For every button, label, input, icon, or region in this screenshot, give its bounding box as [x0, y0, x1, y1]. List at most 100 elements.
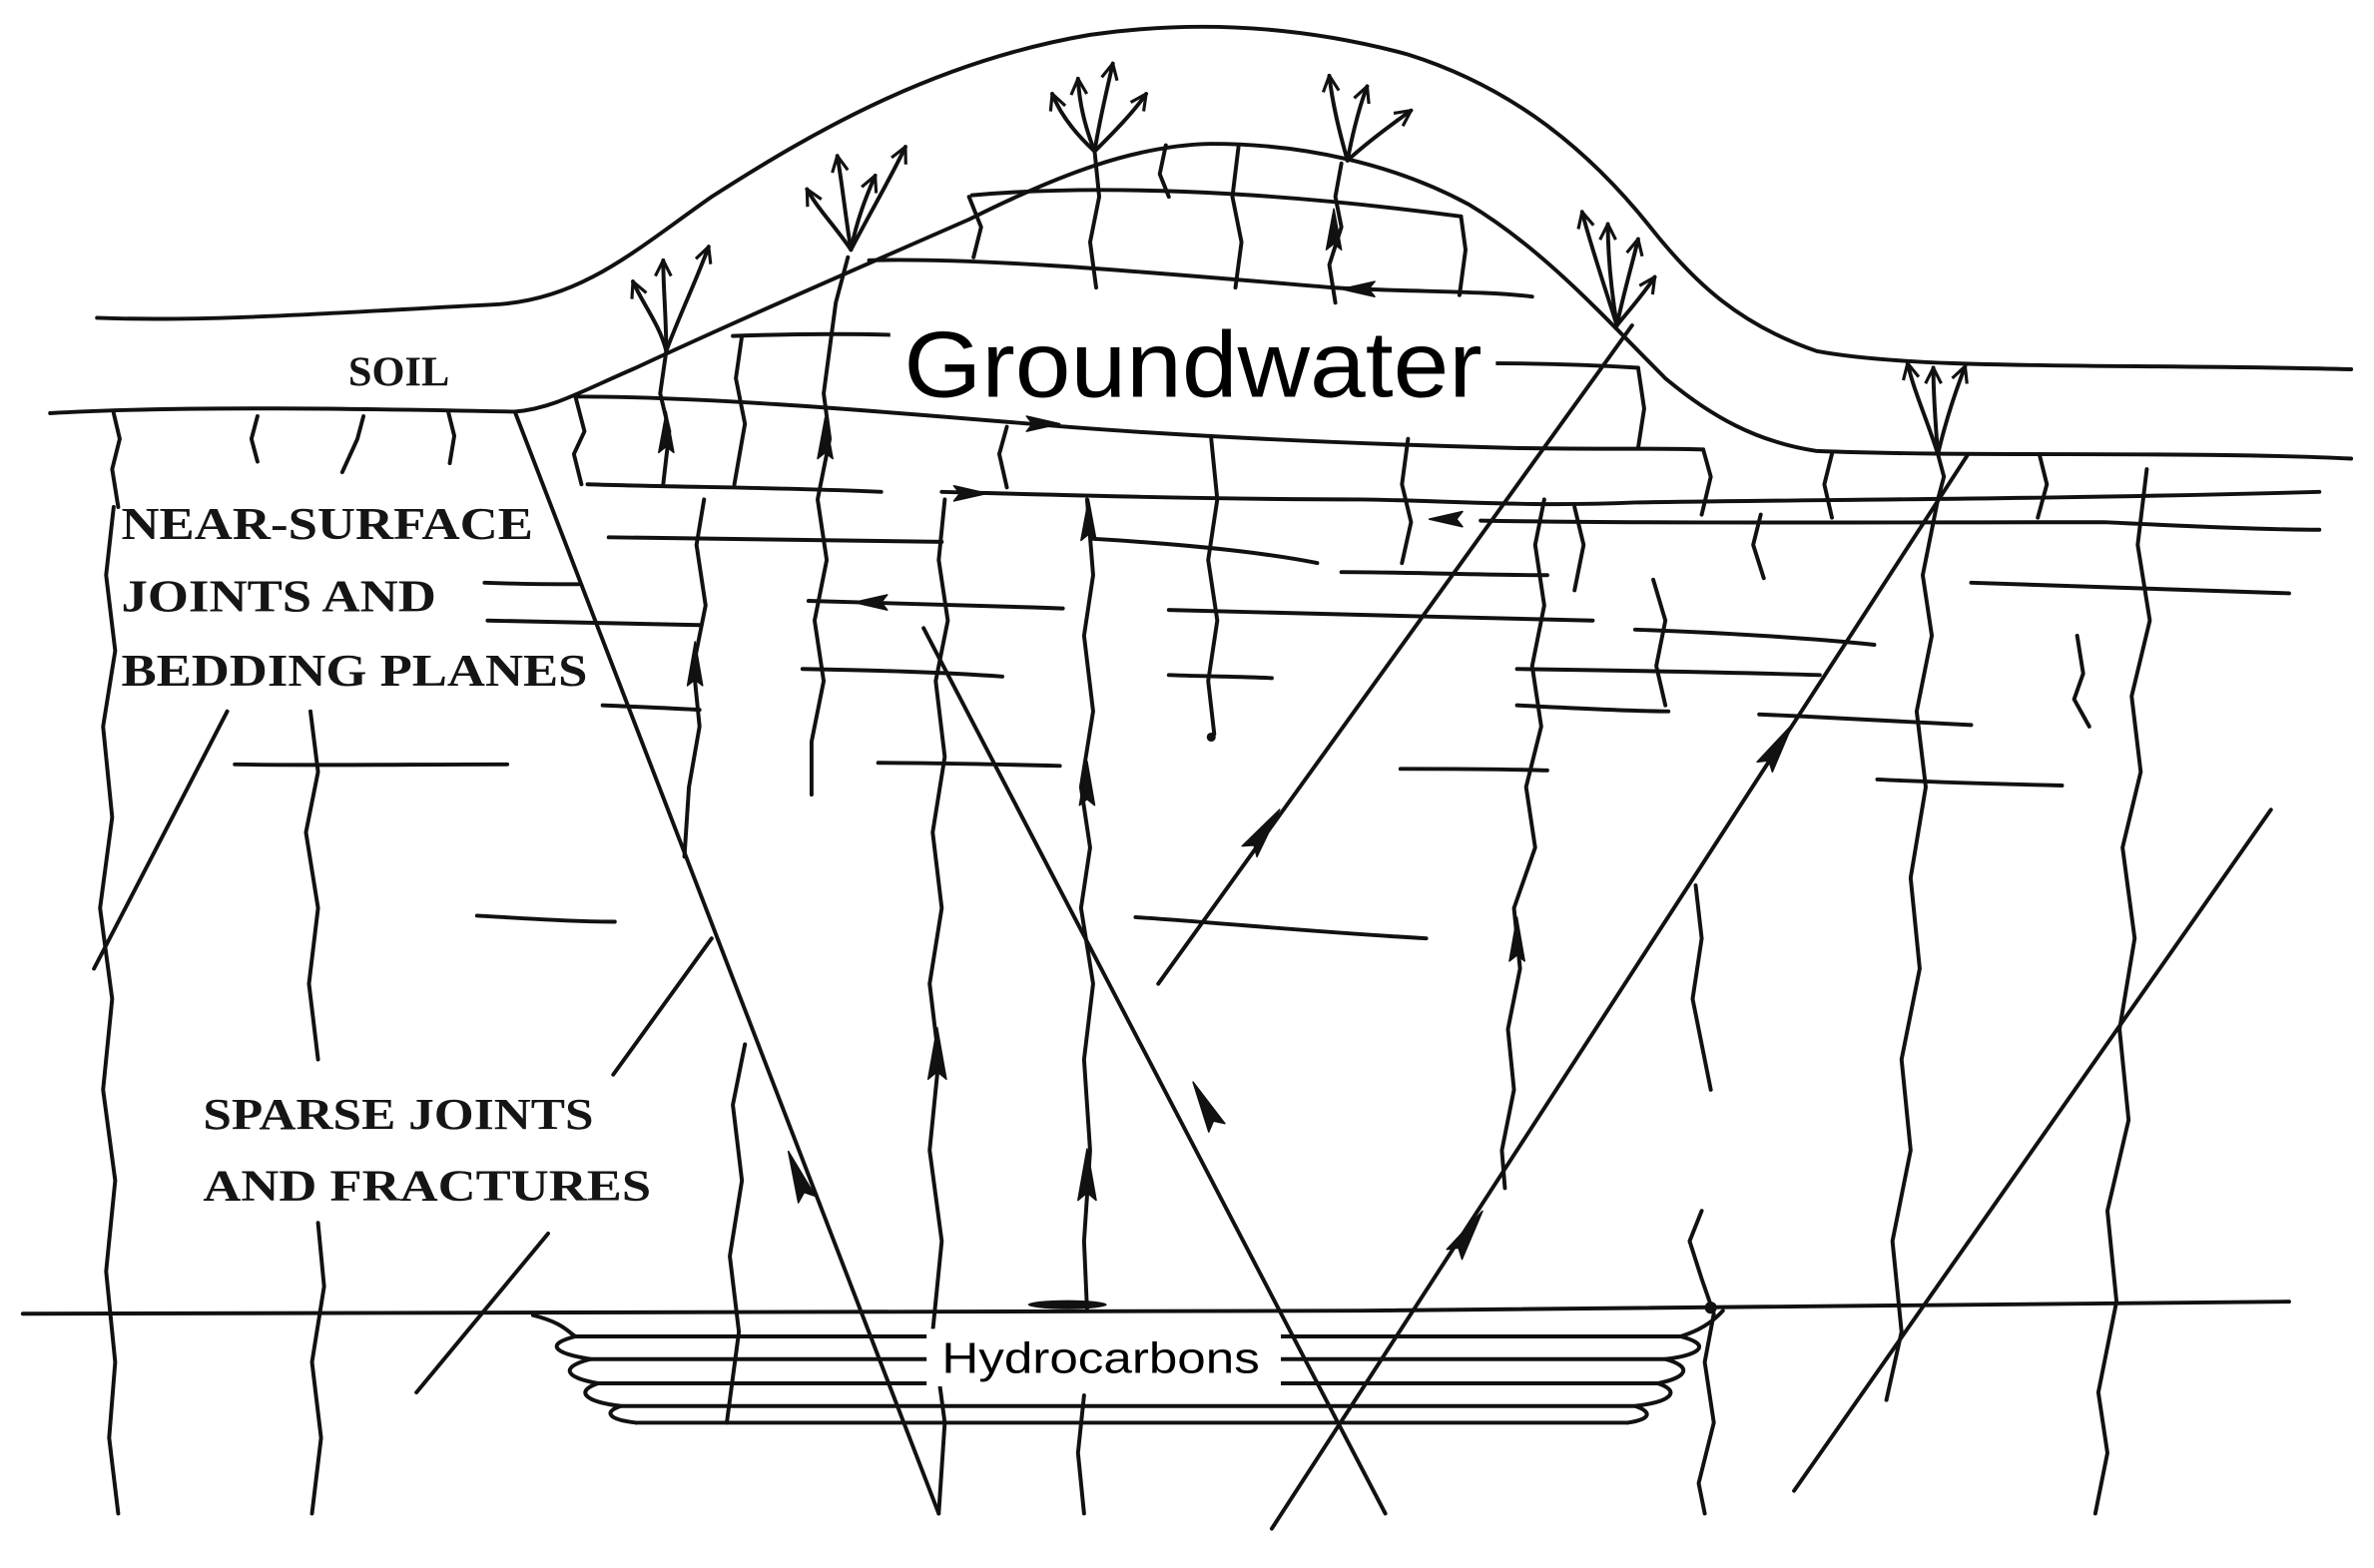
- vertical-joint: [110, 411, 122, 509]
- vertical-joint: [732, 333, 748, 487]
- seepage-arrow: [664, 247, 708, 353]
- hydrocarbons-label: Hydrocarbons: [941, 1333, 1259, 1382]
- vertical-joint: [446, 409, 457, 465]
- bedding-plane: [1398, 767, 1549, 773]
- vertical-joint: [1230, 145, 1244, 290]
- fractures: [98, 161, 2152, 1516]
- seepage-arrow: [1052, 94, 1097, 154]
- migration-arrow-head: [686, 641, 704, 687]
- bedding-plane: [600, 703, 702, 713]
- seepage-arrow: [1345, 86, 1368, 163]
- near-surface-joints: [110, 143, 2091, 743]
- bedding-plane: [969, 188, 1464, 219]
- seepage-tufts: [633, 64, 1965, 456]
- fracture: [927, 497, 950, 1516]
- seepage-arrow: [1582, 212, 1619, 327]
- fracture: [1687, 1209, 1716, 1516]
- vertical-joint: [1751, 512, 1766, 581]
- migration-arrow-head: [1077, 1148, 1097, 1202]
- vertical-joint: [1206, 436, 1220, 737]
- seepage-arrow: [838, 156, 854, 253]
- groundwater-label-background: [890, 311, 1496, 409]
- near-surface-label-line: NEAR-SURFACE: [121, 498, 532, 549]
- fault-line: [921, 626, 1388, 1516]
- vertical-joint: [2036, 451, 2050, 520]
- vertical-joint: [1087, 149, 1102, 290]
- migration-arrow-head: [787, 1150, 817, 1204]
- bedding-plane: [1757, 712, 1974, 728]
- seepage-arrow: [1345, 111, 1412, 163]
- migration-arrow-head: [1428, 510, 1464, 528]
- bedding-plane: [485, 618, 702, 628]
- fracture: [1690, 883, 1713, 1092]
- bedding-plane: [1969, 580, 2291, 596]
- migration-arrow-head: [853, 594, 889, 611]
- fracture: [98, 505, 121, 1516]
- fracture: [309, 1221, 326, 1516]
- migration-arrow-head: [1192, 1081, 1226, 1133]
- reservoir-left-edge: [554, 1334, 638, 1425]
- vertical-joint: [2072, 633, 2091, 729]
- seepage-arrow: [1608, 224, 1619, 327]
- fracture: [658, 348, 672, 487]
- vertical-joint: [339, 414, 366, 475]
- sparse-joints-label: SPARSE JOINTS AND FRACTURES: [203, 1090, 651, 1210]
- fault-line: [1269, 451, 1971, 1531]
- fault-line: [1156, 323, 1634, 986]
- bedding-plane: [233, 762, 510, 768]
- soil-base-line: [48, 142, 2354, 461]
- vertical-joint: [1457, 214, 1468, 297]
- groundwater-label: Groundwater: [903, 311, 1482, 416]
- fault-lines: [92, 323, 2273, 1531]
- bedding-plane: [867, 258, 1534, 299]
- sparse-joints-label-line: AND FRACTURES: [203, 1162, 651, 1211]
- bedding-plane: [1339, 570, 1549, 578]
- bedding-plane: [800, 667, 1004, 679]
- migration-arrow-head: [817, 416, 834, 460]
- vertical-joint: [571, 394, 587, 487]
- migration-arrow-head: [1756, 723, 1794, 774]
- near-surface-label-line: BEDDING PLANES: [121, 645, 587, 696]
- bedding-plane: [1482, 360, 1640, 370]
- seepage-arrow: [1908, 363, 1941, 456]
- bedding-plane: [1479, 518, 2322, 532]
- bedding-plane: [573, 394, 1706, 452]
- seepage-arrow: [1614, 240, 1638, 327]
- joint-end-dot: [1206, 732, 1216, 743]
- bedding-plane: [1875, 777, 2065, 787]
- migration-arrow-head: [926, 1026, 947, 1080]
- fault-line: [611, 936, 714, 1077]
- seepage-arrow: [1078, 79, 1097, 154]
- fault-line: [92, 709, 230, 971]
- vertical-joint: [996, 424, 1009, 490]
- fracture: [1327, 161, 1344, 305]
- near-surface-label-line: JOINTS AND: [121, 571, 435, 622]
- migration-arrow-head: [1078, 760, 1096, 806]
- seepage-arrow: [849, 147, 907, 253]
- vertical-joint: [1699, 447, 1713, 517]
- bedding-planes: [233, 188, 2322, 941]
- soil-label: SOIL: [348, 349, 449, 396]
- bedding-plane: [606, 535, 944, 544]
- fracture: [1075, 1393, 1086, 1516]
- bedding-plane: [876, 761, 1062, 769]
- vertical-joint: [1651, 577, 1668, 708]
- near-surface-label: NEAR-SURFACE JOINTS AND BEDDING PLANES: [121, 498, 587, 696]
- vertical-joint: [1400, 436, 1414, 566]
- bedding-plane: [1514, 667, 1822, 678]
- bedding-plane: [482, 580, 581, 587]
- vertical-joint: [1635, 365, 1646, 450]
- seepage-arrow: [1936, 366, 1965, 456]
- migration-arrows: [658, 208, 1794, 1261]
- seepage-arrow: [805, 190, 854, 253]
- reservoir-right-edge: [1625, 1308, 1725, 1425]
- bedding-plane: [1166, 608, 1595, 623]
- vertical-joint: [966, 195, 983, 260]
- fracture: [809, 255, 851, 797]
- seepage-arrow: [663, 261, 666, 353]
- vertical-joint: [1572, 505, 1586, 593]
- fault-line: [512, 409, 941, 1516]
- bedding-plane: [1166, 673, 1274, 681]
- vertical-joint: [249, 414, 260, 464]
